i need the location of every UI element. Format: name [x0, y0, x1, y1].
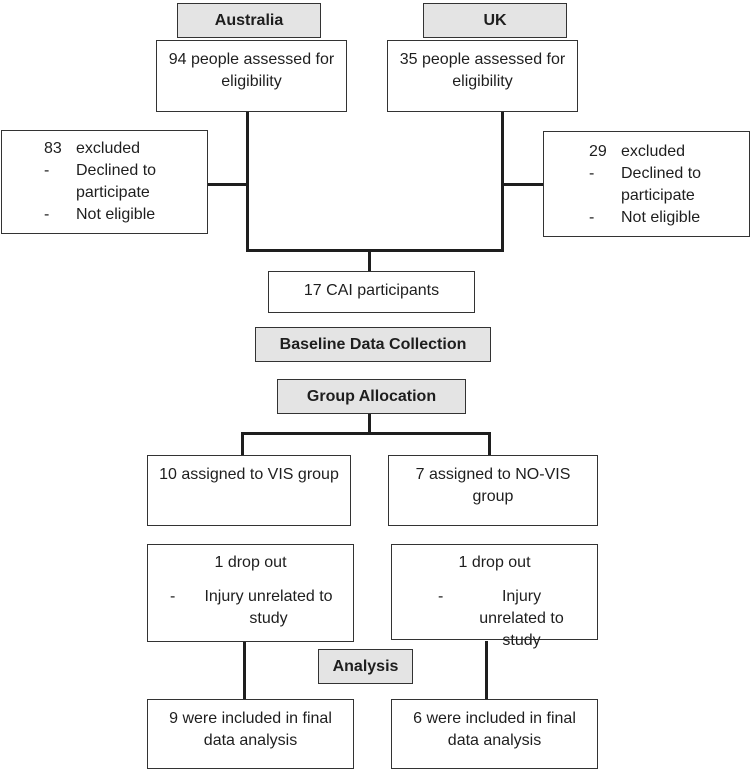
- vis-dropout-reason: Injury unrelated to study: [204, 588, 333, 627]
- participants-box: 17 CAI participants: [268, 271, 475, 313]
- uk-excluded-reason-row: - Declined to participate: [589, 163, 749, 207]
- vis-dropout-count: 1 drop out: [214, 554, 287, 571]
- australia-excluded-count: 83: [44, 140, 62, 157]
- uk-excluded-reason-row: - Not eligible: [589, 207, 749, 229]
- vis-dropout-box: 1 drop out - Injury unrelated to study: [147, 544, 354, 642]
- australia-assessed-text: 94 people assessed for eligibility: [168, 51, 335, 90]
- connector-vis-down: [241, 433, 244, 455]
- connector-uk-down: [501, 112, 504, 252]
- connector-merge: [246, 249, 504, 252]
- uk-excluded-box: 29 excluded - Declined to participate - …: [543, 131, 750, 237]
- novis-dropout-reason-row: - Injury unrelated to study: [392, 586, 597, 652]
- vis-assigned-text: 10 assigned to VIS group: [159, 466, 339, 483]
- vis-dropout-reason-row: - Injury unrelated to study: [148, 586, 353, 630]
- uk-assessed-text: 35 people assessed for eligibility: [399, 51, 566, 90]
- bullet-dash: -: [44, 162, 50, 179]
- connector-uk-excluded: [502, 183, 544, 186]
- header-uk: UK: [423, 3, 567, 38]
- australia-excluded-box: 83 excluded - Declined to participate - …: [1, 130, 208, 234]
- connector-novis-down: [488, 433, 491, 455]
- vis-final-box: 9 were included in final data analysis: [147, 699, 354, 769]
- novis-assigned-text: 7 assigned to NO-VIS group: [415, 466, 571, 505]
- participants-text: 17 CAI participants: [303, 282, 440, 299]
- connector-australia-excluded: [207, 183, 248, 186]
- australia-excluded-reason-declined: Declined to participate: [76, 162, 157, 201]
- australia-excluded-reason-not-eligible: Not eligible: [76, 206, 156, 223]
- novis-final-box: 6 were included in final data analysis: [391, 699, 598, 769]
- uk-excluded-reason-declined: Declined to participate: [621, 165, 702, 204]
- header-australia: Australia: [177, 3, 321, 38]
- novis-final-text: 6 were included in final data analysis: [413, 710, 576, 749]
- australia-excluded-reason-row: - Not eligible: [44, 204, 207, 226]
- bullet-dash: -: [438, 588, 444, 605]
- bullet-dash: -: [44, 206, 50, 223]
- connector-merge-down: [368, 250, 371, 271]
- header-analysis: Analysis: [318, 649, 413, 684]
- connector-australia-down: [246, 112, 249, 252]
- uk-excluded-count-row: 29 excluded: [589, 141, 749, 163]
- header-allocation: Group Allocation: [277, 379, 466, 414]
- bullet-dash: -: [589, 209, 595, 226]
- connector-allocation-down: [368, 413, 371, 434]
- connector-split: [241, 432, 491, 435]
- header-baseline: Baseline Data Collection: [255, 327, 491, 362]
- australia-excluded-count-row: 83 excluded: [44, 138, 207, 160]
- vis-final-text: 9 were included in final data analysis: [169, 710, 332, 749]
- bullet-dash: -: [170, 588, 176, 605]
- uk-excluded-count: 29: [589, 143, 607, 160]
- vis-assigned-box: 10 assigned to VIS group: [147, 455, 351, 526]
- australia-assessed-box: 94 people assessed for eligibility: [156, 40, 347, 112]
- uk-excluded-reason-not-eligible: Not eligible: [621, 209, 701, 226]
- australia-excluded-reason-row: - Declined to participate: [44, 160, 207, 204]
- connector-novis-final: [485, 641, 488, 699]
- novis-dropout-count: 1 drop out: [458, 554, 531, 571]
- uk-assessed-box: 35 people assessed for eligibility: [387, 40, 578, 112]
- novis-assigned-box: 7 assigned to NO-VIS group: [388, 455, 598, 526]
- connector-vis-final: [243, 641, 246, 699]
- australia-excluded-label: excluded: [76, 140, 141, 157]
- novis-dropout-box: 1 drop out - Injury unrelated to study: [391, 544, 598, 649]
- novis-dropout-reason: Injury unrelated to study: [479, 588, 564, 649]
- bullet-dash: -: [589, 165, 595, 182]
- uk-excluded-label: excluded: [621, 143, 686, 160]
